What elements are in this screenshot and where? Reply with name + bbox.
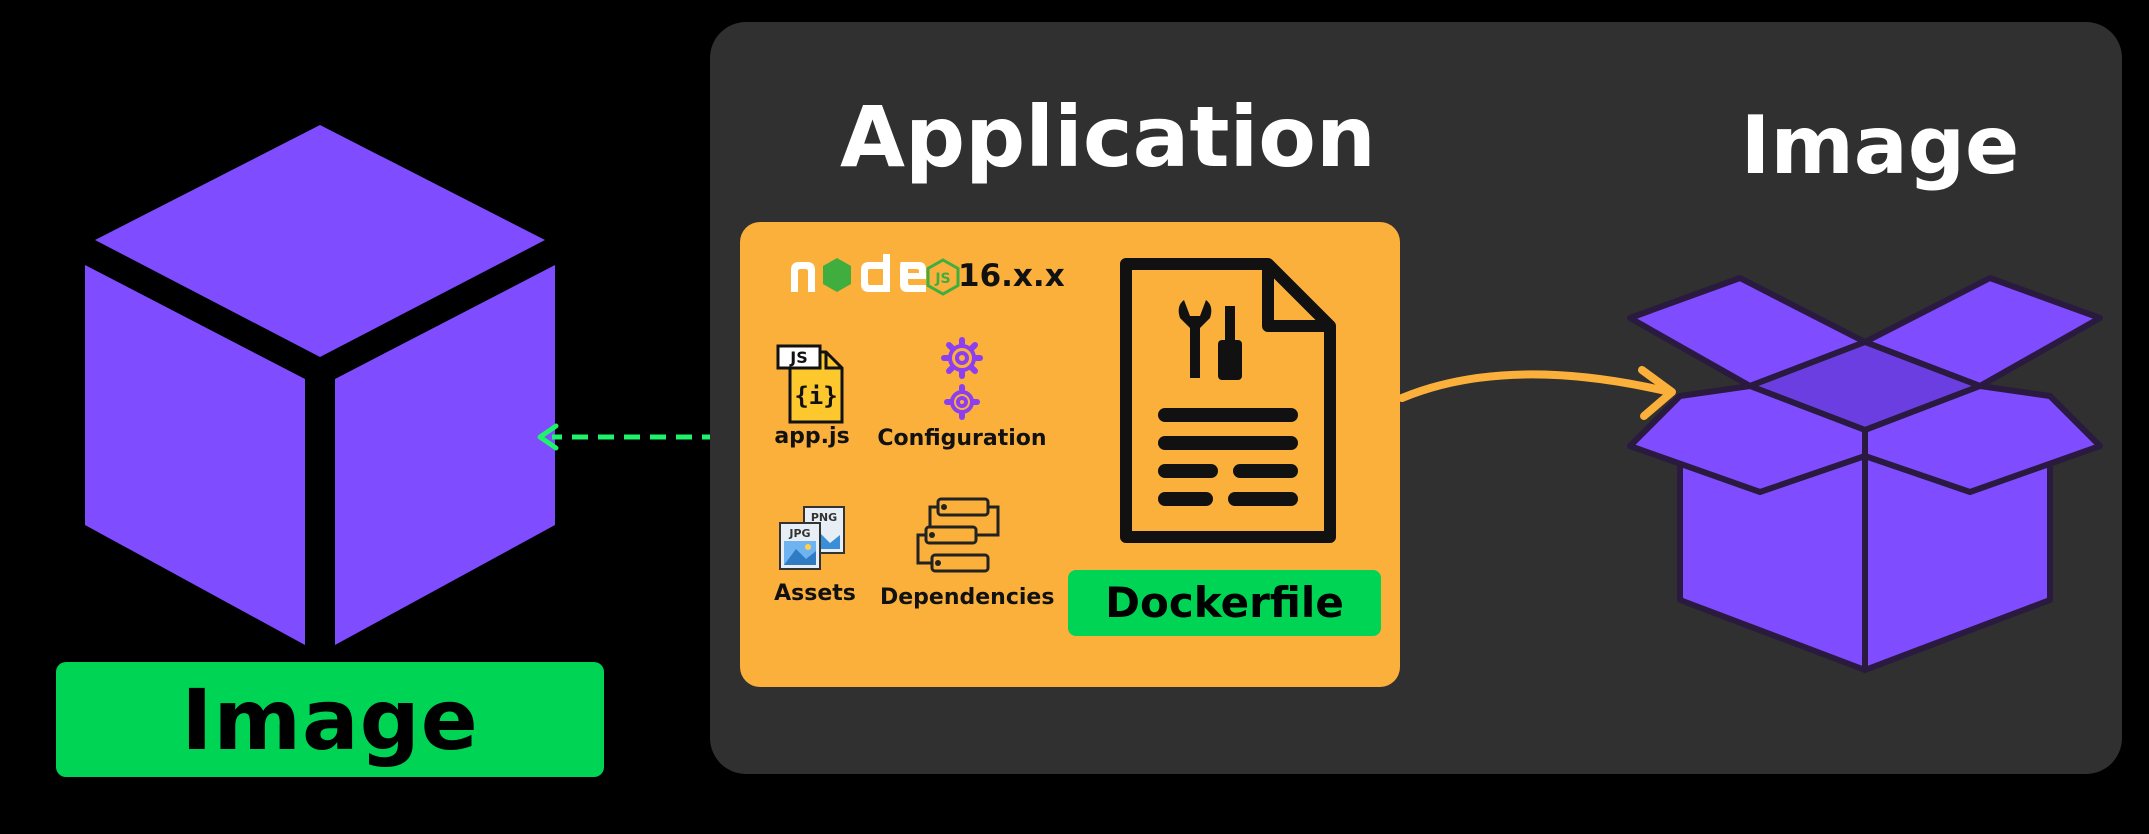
node-version: 16.x.x xyxy=(958,258,1065,294)
assets-label: Assets xyxy=(774,581,856,606)
dependencies-label: Dependencies xyxy=(880,585,1055,610)
svg-text:{i}: {i} xyxy=(794,382,837,410)
image-title: Image xyxy=(1740,99,2020,192)
gear-icon xyxy=(941,337,983,420)
node-hex-icon: JS xyxy=(926,258,960,296)
application-title: Application xyxy=(840,88,1376,186)
svg-text:JPG: JPG xyxy=(788,527,810,540)
dependency-tree-icon xyxy=(916,497,1000,573)
dashed-arrow-icon xyxy=(537,423,718,451)
document-tools-icon xyxy=(1120,258,1336,543)
build-arrow-icon xyxy=(1398,366,1676,420)
cube-icon xyxy=(85,125,555,645)
svg-text:JS: JS xyxy=(789,348,807,367)
image-files-icon: PNG JPG xyxy=(779,506,845,570)
open-box-icon xyxy=(1627,275,2103,673)
svg-text:JS: JS xyxy=(934,271,950,287)
dockerfile-label: Dockerfile xyxy=(1068,570,1381,636)
image-label: Image xyxy=(56,662,604,777)
svg-text:PNG: PNG xyxy=(811,511,837,524)
js-file-icon: JS {i} xyxy=(776,344,844,424)
appjs-label: app.js xyxy=(774,424,850,449)
node-logo-icon xyxy=(791,254,926,292)
configuration-label: Configuration xyxy=(877,426,1047,451)
